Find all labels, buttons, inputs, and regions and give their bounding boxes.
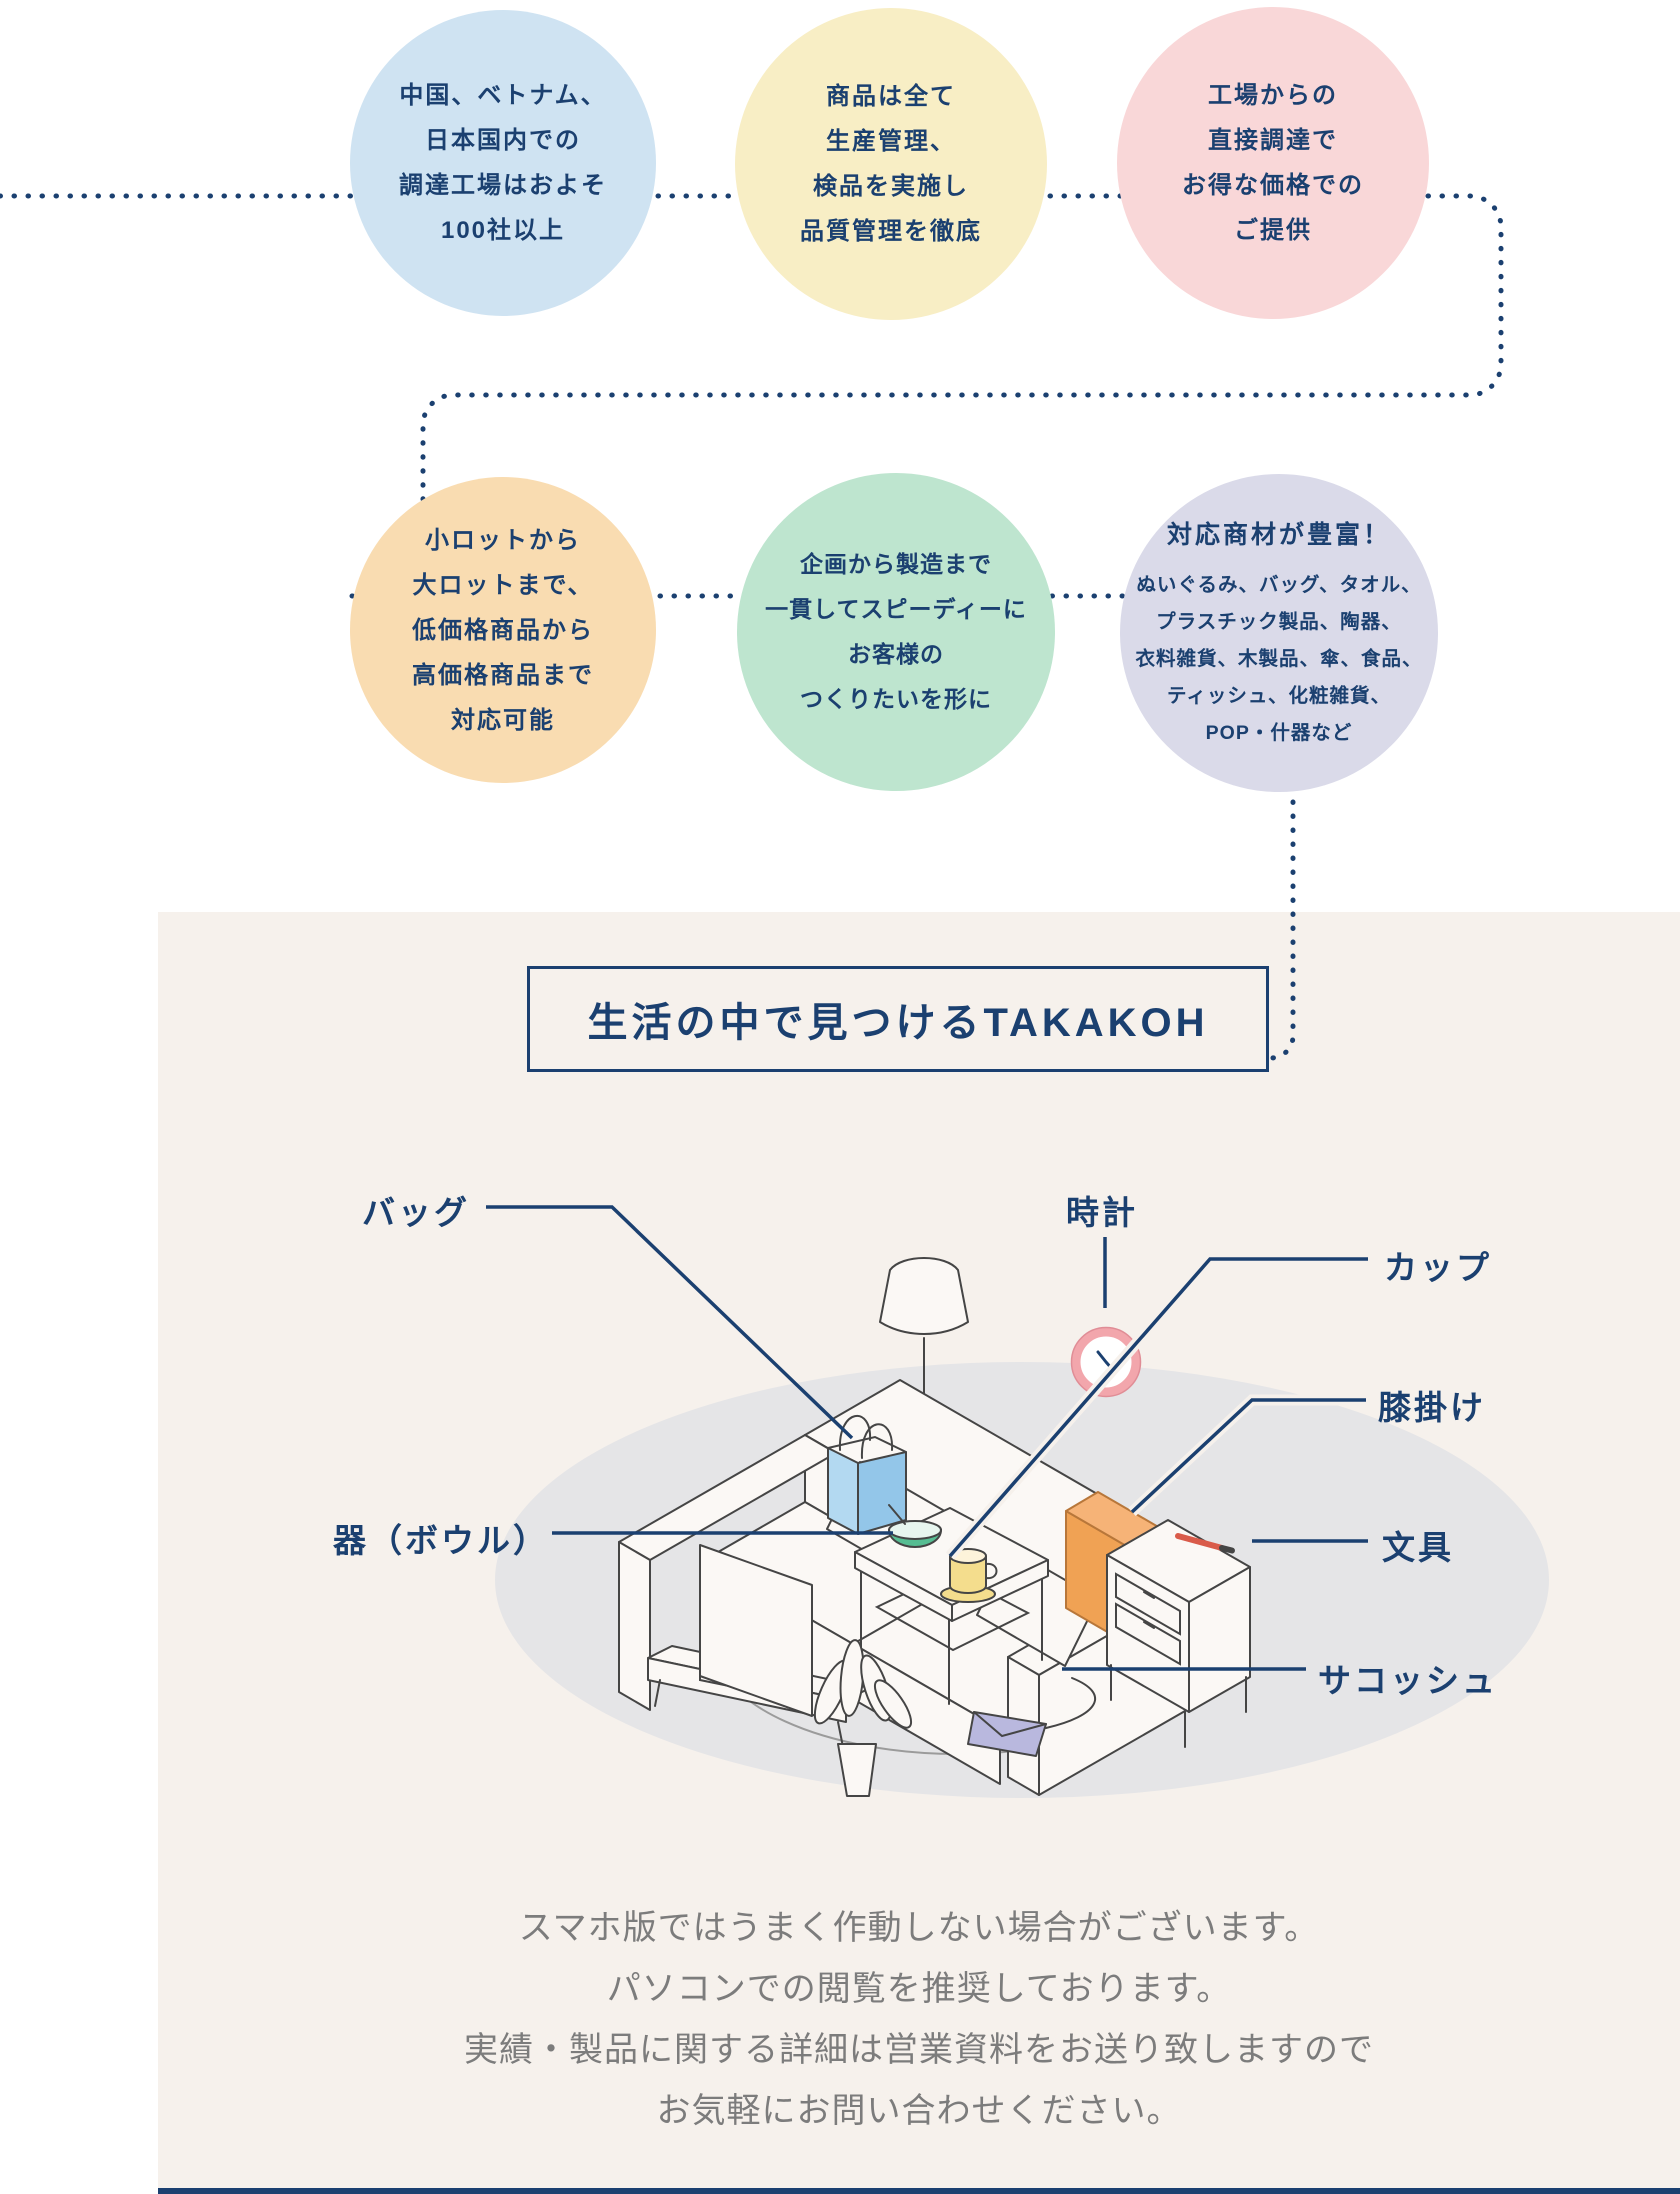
feature-circle-title: 対応商材が豊富！ [1166, 520, 1391, 549]
label-bowl: 器（ボウル） [333, 1522, 549, 1559]
label-cup: カップ [1384, 1249, 1492, 1286]
section-heading: 生活の中で見つけるTAKAKOH [587, 1001, 1209, 1045]
label-bag: バッグ [362, 1194, 470, 1231]
feature-circle-quality: 商品は全て 生産管理、 検品を実施し 品質管理を徹底 [735, 8, 1047, 320]
feature-circle-text: 小ロットから 大ロットまで、 低価格商品から 高価格商品まで 対応可能 [412, 526, 594, 734]
feature-circle-text: 商品は全て 生産管理、 検品を実施し 品質管理を徹底 [800, 83, 982, 245]
feature-circle-lot-size: 小ロットから 大ロットまで、 低価格商品から 高価格商品まで 対応可能 [350, 477, 656, 783]
feature-circle-price: 工場からの 直接調達で お得な価格での ご提供 [1117, 7, 1429, 319]
feature-circle-speed: 企画から製造まで 一貫してスピーディーに お客様の つくりたいを形に [737, 473, 1055, 791]
feature-circle-body: ぬいぐるみ、バッグ、タオル、 プラスチック製品、陶器、 衣料雑貨、木製品、傘、食… [1135, 573, 1423, 744]
feature-circle-text: 企画から製造まで 一貫してスピーディーに お客様の つくりたいを形に [765, 551, 1027, 712]
feature-circle-text: 工場からの 直接調達で お得な価格での ご提供 [1182, 82, 1364, 244]
label-stationery: 文具 [1382, 1529, 1454, 1566]
bottom-note: スマホ版ではうまく作動しない場合がございます。 パソコンでの閲覧を推奨しておりま… [464, 1909, 1374, 2130]
label-blanket: 膝掛け [1378, 1389, 1486, 1426]
feature-circle-sourcing: 中国、ベトナム、 日本国内での 調達工場はおよそ 100社以上 [350, 10, 656, 316]
feature-circle-text: 中国、ベトナム、 日本国内での 調達工場はおよそ 100社以上 [399, 82, 607, 244]
label-clock: 時計 [1066, 1194, 1138, 1231]
section-heading-box: 生活の中で見つけるTAKAKOH [527, 966, 1269, 1072]
feature-circle-products: 対応商材が豊富！ ぬいぐるみ、バッグ、タオル、 プラスチック製品、陶器、 衣料雑… [1120, 474, 1438, 792]
next-section-edge [158, 2188, 1680, 2194]
label-sacoche: サコッシュ [1318, 1662, 1498, 1699]
